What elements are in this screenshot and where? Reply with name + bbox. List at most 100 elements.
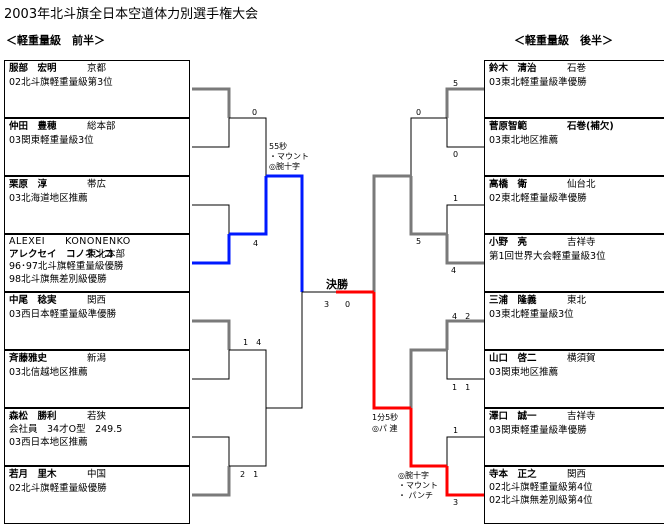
player-box: ALEXEI KONONENKO アレクセイ コノネンコ東北本部 96･97北斗… (4, 234, 190, 292)
player-box: 若月 里木 中国 02北斗旗軽重量級優勝 (4, 466, 190, 524)
left-r1-m4-winner-line (192, 466, 231, 497)
score-r-final: 0 (345, 300, 350, 309)
player-name: 斉藤雅史 (9, 353, 48, 364)
player-box: 栗原 淳 帯広 03北海道地区推薦 (4, 176, 190, 234)
left-r2-top-winner (229, 176, 268, 236)
right-bracket-header: ＜軽重量級 後半＞ (514, 34, 613, 47)
score-l-final: 3 (324, 300, 329, 309)
left-r2-top-loser (229, 117, 267, 176)
player-affiliation: 新潟 (87, 353, 107, 364)
player-record: 03北信越地区推薦 (9, 367, 88, 378)
player-name: 栗原 淳 (9, 179, 48, 190)
player-affiliation: 石巻(補欠) (567, 121, 614, 132)
score-r-r1-m4-top: 1 (453, 426, 458, 435)
player-name: 服部 宏明 (9, 63, 57, 74)
right-r1-m1-loser-line (446, 118, 484, 148)
right-r2-bot-b (409, 408, 447, 468)
score-r-r1-m1-bot: 0 (453, 150, 458, 159)
note-left-semi-2: ・マウント (269, 152, 309, 161)
player-record: 03西日本軽重量級準優勝 (9, 309, 117, 320)
player-affiliation: 関西 (87, 295, 107, 306)
player-affiliation: 石巻 (567, 63, 587, 74)
right-semi-top (372, 174, 411, 292)
player-record: 02北斗旗軽重量級第3位 (9, 77, 113, 88)
player-record: 03西日本地区推薦 (9, 437, 88, 448)
player-name: 森松 勝利 (9, 411, 57, 422)
player-name: 鈴木 清治 (489, 63, 537, 74)
player-affiliation: 東北 (567, 295, 587, 306)
player-name: 中尾 稔実 (9, 295, 57, 306)
right-r1-m3-winner-line (445, 319, 484, 350)
player-affiliation: 若狭 (87, 411, 107, 422)
player-box: 斉藤雅史 新潟 03北信越地区推薦 (4, 350, 190, 408)
note-left-semi-3: ◎腕十字 (269, 161, 300, 171)
score-r-r1-m3-bot: 1 1 (452, 383, 470, 392)
score-r-r1-m2: 1 (453, 194, 458, 203)
player-affiliation: 東北本部 (87, 248, 126, 260)
right-r2-top-a (410, 117, 447, 176)
player-record: 第1回世界大会軽重量級3位 (489, 251, 606, 262)
left-semi-loser (266, 292, 303, 409)
note-right-r1-3: ・ パンチ (398, 491, 433, 500)
right-r1-m2-winner-line (445, 234, 484, 265)
left-r1-m3-winner-line (192, 319, 231, 350)
note-right-semi-2: ◎パ 連 (372, 423, 398, 433)
right-r1-m1-winner-line (445, 87, 484, 118)
score-r-r1-m3-top: 4 2 (452, 312, 470, 321)
player-affiliation: 吉祥寺 (567, 411, 596, 422)
right-r2-top-b (409, 176, 447, 236)
score-r-r2-top: 0 (416, 108, 421, 117)
player-name-kana: アレクセイ コノネンコ (9, 248, 114, 260)
left-bracket-header: ＜軽重量級 前半＞ (6, 34, 105, 47)
score-r-r1-m1-top: 5 (453, 79, 458, 88)
left-r1-m3-loser-line (192, 350, 230, 380)
score-l-r1-m4: 2 1 (240, 470, 258, 479)
player-record: 02北斗旗軽重量級優勝 (9, 483, 107, 494)
player-box: 菅原智範 石巻(補欠) 03東北地区推薦 (484, 118, 664, 176)
player-box: 仲田 豊穂総本部 03関東軽重量級3位 (4, 118, 190, 176)
player-record: 03北海道地区推薦 (9, 193, 88, 204)
player-affiliation: 関西 (567, 469, 587, 480)
player-record: 03東北地区推薦 (489, 135, 559, 146)
player-name: 山口 啓二 (489, 353, 537, 364)
left-r1-m1-loser-line (192, 118, 230, 148)
left-r2-bot-a (229, 349, 267, 408)
player-box: 中尾 稔実 関西 03西日本軽重量級準優勝 (4, 292, 190, 350)
right-r1-m3-loser-line (446, 350, 484, 380)
player-affiliation: 中国 (87, 469, 107, 480)
player-affiliation: 吉祥寺 (567, 237, 596, 248)
left-r1-m2-winner-line (192, 234, 231, 265)
note-right-r1-2: ・マウント (398, 481, 438, 490)
player-record: 03関東軽重量級3位 (9, 135, 94, 146)
score-l-r1-m2: 1 4 (243, 338, 261, 347)
score-r-r2-mid: 5 (416, 237, 421, 246)
player-record: 02東北軽重量級準優勝 (489, 193, 587, 204)
player-record: 03東北軽重量級3位 (489, 309, 574, 320)
player-affiliation: 総本部 (87, 121, 116, 132)
note-right-semi-1: 1分5秒 (372, 412, 398, 422)
player-box: 寺本 正之関西 02北斗旗軽重量級第4位 02北斗旗無差別級第4位 (484, 466, 664, 524)
player-name: 三浦 隆義 (489, 295, 537, 306)
player-name: 菅原智範 (489, 121, 528, 132)
left-r1-m1-winner-line (192, 87, 231, 118)
player-affiliation: 帯広 (87, 179, 107, 190)
score-l-r2: 4 (253, 239, 258, 248)
player-box: 鈴木 清治石巻 03東北軽重量級準優勝 (484, 60, 664, 118)
player-record: 02北斗旗軽重量級第4位 (489, 482, 593, 493)
player-name: ALEXEI KONONENKO (9, 236, 131, 247)
player-box: 山口 啓二横須賀 03関東地区推薦 (484, 350, 664, 408)
page-title: 2003年北斗旗全日本空道体力別選手権大会 (4, 7, 259, 22)
player-box: 森松 勝利若狭 会社員 34才O型 249.5 03西日本地区推薦 (4, 408, 190, 466)
player-name: 小野 亮 (489, 237, 528, 248)
player-record: 03関東軽重量級準優勝 (489, 425, 587, 436)
player-record: 02北斗旗無差別級第4位 (489, 495, 593, 506)
player-box: 澤口 誠一 吉祥寺 03関東軽重量級準優勝 (484, 408, 664, 466)
player-name: 若月 里木 (9, 469, 57, 480)
left-r1-m4-loser-line (192, 436, 230, 466)
note-right-r1-1: ◎腕十字 (398, 470, 429, 480)
player-name: 澤口 誠一 (489, 411, 537, 422)
right-r1-m2-loser-line (446, 204, 484, 234)
player-affiliation: 横須賀 (567, 353, 596, 364)
player-box: 高橋 衛仙台北 02東北軽重量級準優勝 (484, 176, 664, 234)
